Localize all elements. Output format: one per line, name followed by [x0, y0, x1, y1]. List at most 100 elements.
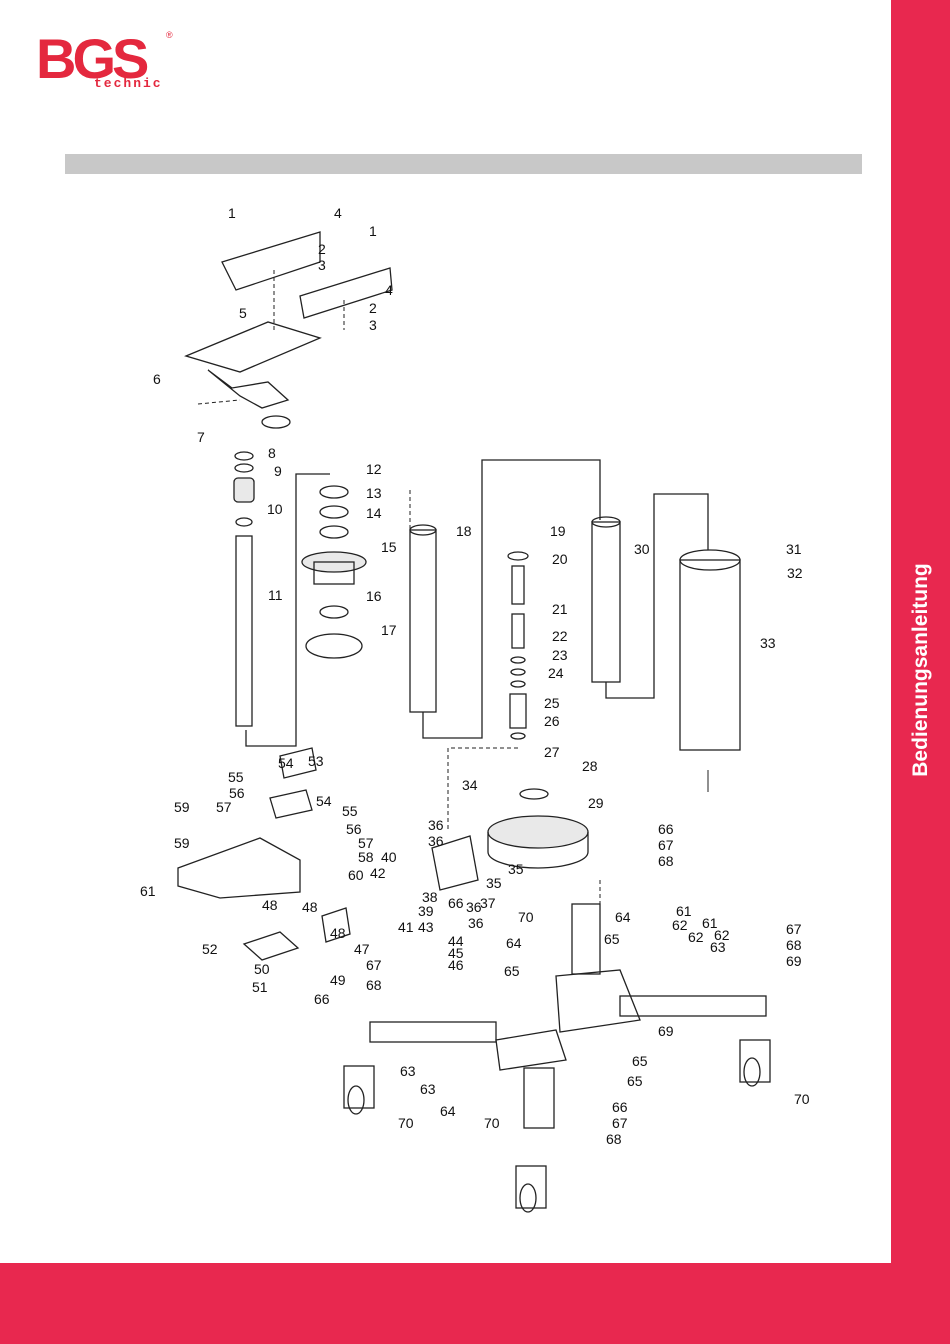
part-label: 38	[422, 889, 438, 905]
logo-subtext: technic	[94, 76, 163, 91]
part-label: 63	[420, 1081, 436, 1097]
part-label: 45	[448, 945, 464, 961]
part-label: 68	[606, 1131, 622, 1147]
part-label: 64	[506, 935, 522, 951]
part-label: 62	[714, 927, 730, 943]
part-label: 66	[658, 821, 674, 837]
part-label: 61	[140, 883, 156, 899]
part-label: 59	[174, 835, 190, 851]
part-label: 36	[466, 899, 482, 915]
part-label: 68	[366, 977, 382, 993]
part-label: 48	[302, 899, 318, 915]
part-label: 57	[216, 799, 232, 815]
part-label: 15	[381, 539, 397, 555]
part-label: 3	[318, 257, 326, 273]
part-label: 2	[318, 241, 326, 257]
registered-mark: ®	[166, 30, 173, 40]
part-label: 66	[612, 1099, 628, 1115]
part-label: 44	[448, 933, 464, 949]
part-label: 43	[418, 919, 434, 935]
part-label: 13	[366, 485, 382, 501]
part-label: 35	[486, 875, 502, 891]
part-label: 12	[366, 461, 382, 477]
part-label: 61	[702, 915, 718, 931]
bgs-technic-logo: BGS ® technic	[36, 27, 186, 98]
part-label: 17	[381, 622, 397, 638]
part-label: 31	[786, 541, 802, 557]
part-label: 60	[348, 867, 364, 883]
part-label: 9	[274, 463, 282, 479]
part-label: 42	[370, 865, 386, 881]
part-label: 1	[228, 205, 236, 221]
part-label: 68	[786, 937, 802, 953]
part-label: 28	[582, 758, 598, 774]
exploded-parts-diagram: 1 4 1 3 2 4 2 3 5 6 7 8 9 10 11 12 13 14…	[140, 205, 810, 1213]
part-label: 59	[174, 799, 190, 815]
logo-wordmark: BGS	[36, 27, 149, 90]
part-label: 65	[604, 931, 620, 947]
part-label: 57	[358, 835, 374, 851]
part-label: 32	[787, 565, 803, 581]
part-label: 62	[672, 917, 688, 933]
part-label: 24	[548, 665, 564, 681]
part-label: 39	[418, 903, 434, 919]
part-label: 11	[268, 587, 283, 603]
footer-band	[0, 1263, 950, 1344]
part-label: 70	[484, 1115, 500, 1131]
part-label: 70	[398, 1115, 414, 1131]
side-tab-label: Bedienungsanleitung	[909, 563, 932, 777]
part-label: 22	[552, 628, 568, 644]
part-label: 56	[229, 785, 245, 801]
part-label: 30	[634, 541, 650, 557]
part-label: 55	[228, 769, 244, 785]
part-label: 4	[334, 205, 342, 221]
part-label: 48	[330, 925, 346, 941]
part-label: 14	[366, 505, 382, 521]
part-label: 1	[369, 223, 377, 239]
part-label: 54	[316, 793, 332, 809]
part-label: 67	[612, 1115, 628, 1131]
part-label: 67	[658, 837, 674, 853]
part-label: 50	[254, 961, 270, 977]
part-label: 6	[153, 371, 161, 387]
part-label: 20	[552, 551, 568, 567]
part-label: 48	[262, 897, 278, 913]
part-label: 55	[342, 803, 358, 819]
part-label: 3	[369, 317, 377, 333]
part-label: 63	[400, 1063, 416, 1079]
part-label: 21	[552, 601, 568, 617]
part-label: 65	[632, 1053, 648, 1069]
part-label: 18	[456, 523, 472, 539]
part-label: 54	[278, 755, 294, 771]
part-label: 67	[786, 921, 802, 937]
part-label: 47	[354, 941, 370, 957]
part-label: 19	[550, 523, 566, 539]
part-label: 5	[239, 305, 247, 321]
part-label: 7	[197, 429, 205, 445]
part-label: 70	[518, 909, 534, 925]
part-label: 65	[627, 1073, 643, 1089]
part-label: 41	[398, 919, 414, 935]
part-label: 66	[448, 895, 464, 911]
part-label: 63	[710, 939, 726, 955]
part-label: 69	[786, 953, 802, 969]
part-label: 49	[330, 972, 346, 988]
part-label: 36	[468, 915, 484, 931]
part-label: 23	[552, 647, 568, 663]
part-label: 33	[760, 635, 776, 651]
part-label: 53	[308, 753, 324, 769]
part-label: 70	[794, 1091, 810, 1107]
part-label: 56	[346, 821, 362, 837]
part-label: 64	[440, 1103, 456, 1119]
part-label: 4	[385, 282, 393, 298]
part-label: 10	[267, 501, 283, 517]
part-label: 35	[508, 861, 524, 877]
part-label: 37	[480, 895, 496, 911]
part-label: 61	[676, 903, 692, 919]
part-label: 51	[252, 979, 268, 995]
part-label: 68	[658, 853, 674, 869]
part-label: 8	[268, 445, 276, 461]
part-label: 58	[358, 849, 374, 865]
part-label: 65	[504, 963, 520, 979]
part-label: 67	[366, 957, 382, 973]
